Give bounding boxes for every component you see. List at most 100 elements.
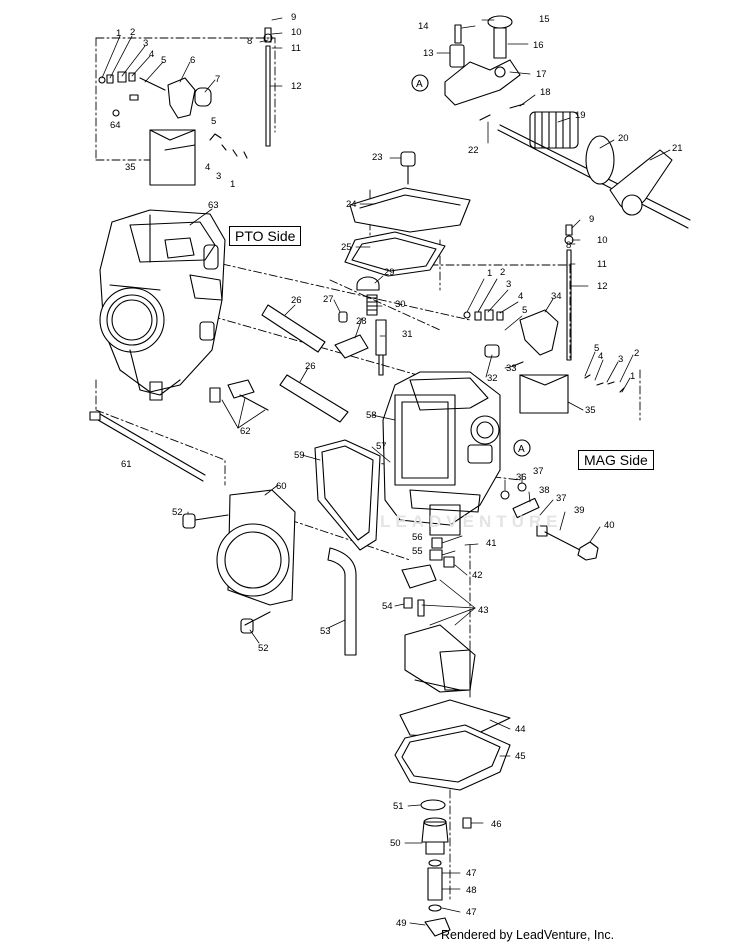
mag-throttle-parts [463, 224, 625, 414]
callout-51: 51 [393, 801, 404, 812]
callout-18: 18 [540, 87, 551, 98]
callout-10: 10 [291, 27, 302, 38]
float-assembly [401, 537, 476, 693]
callout-9: 9 [291, 12, 296, 23]
callout-39: 39 [574, 505, 585, 516]
callout-17: 17 [536, 69, 547, 80]
callout-12: 12 [597, 281, 608, 292]
callout-13: 13 [423, 48, 434, 59]
top-cover-and-gasket [344, 151, 471, 277]
callout-62: 62 [240, 426, 251, 437]
leader-lines [101, 17, 671, 926]
throttle-shaft-assembly [444, 15, 691, 229]
pto-carburetor-body [99, 209, 226, 401]
through-bolt [89, 411, 206, 482]
callout-5: 5 [522, 305, 527, 316]
callout-50: 50 [390, 838, 401, 849]
callout-2: 2 [634, 348, 639, 359]
callout-31: 31 [402, 329, 413, 340]
callout-28: 28 [356, 316, 367, 327]
callout-64: 64 [110, 120, 121, 131]
callout-4: 4 [205, 162, 210, 173]
callout-12: 12 [291, 81, 302, 92]
part-callouts: 1 2 3 4 5 6 7 8 9 10 11 12 64 5 4 3 1 35… [110, 12, 683, 929]
callout-29: 29 [384, 267, 395, 278]
callout-10: 10 [597, 235, 608, 246]
callout-35: 35 [125, 162, 136, 173]
mag-carburetor-body [382, 371, 501, 536]
callout-38: 38 [539, 485, 550, 496]
callout-48: 48 [466, 885, 477, 896]
callout-47: 47 [466, 868, 477, 879]
callout-6: 6 [190, 55, 195, 66]
callout-58: 58 [366, 410, 377, 421]
callout-14: 14 [418, 21, 429, 32]
callout-26: 26 [305, 361, 316, 372]
callout-1: 1 [230, 179, 235, 190]
callout-7: 7 [215, 74, 220, 85]
callout-16: 16 [533, 40, 544, 51]
render-credit: Rendered by LeadVenture, Inc. [441, 928, 615, 942]
callout-1: 1 [487, 268, 492, 279]
callout-2: 2 [130, 27, 135, 38]
reference-markers [411, 74, 531, 457]
hoses [209, 304, 357, 656]
pto-side-label: PTO Side [229, 226, 302, 246]
callout-52: 52 [258, 643, 269, 654]
callout-4: 4 [598, 351, 603, 362]
callout-3: 3 [216, 171, 221, 182]
callout-23: 23 [372, 152, 383, 163]
callout-53: 53 [320, 626, 331, 637]
callout-15: 15 [539, 14, 550, 25]
callout-11: 11 [597, 259, 607, 270]
callout-24: 24 [346, 199, 357, 210]
callout-3: 3 [506, 279, 511, 290]
callout-21: 21 [672, 143, 683, 154]
callout-2: 2 [500, 267, 505, 278]
callout-52: 52 [172, 507, 183, 518]
callout-33: 33 [506, 363, 517, 374]
callout-41: 41 [486, 538, 497, 549]
callout-22: 22 [468, 145, 479, 156]
callout-37: 37 [533, 466, 544, 477]
mag-side-label: MAG Side [578, 450, 654, 470]
callout-34: 34 [551, 291, 562, 302]
flange-and-gasket [182, 439, 381, 634]
callout-35: 35 [585, 405, 596, 416]
reference-mark-a-top: A [416, 79, 423, 90]
callout-27: 27 [323, 294, 334, 305]
callout-5: 5 [594, 343, 599, 354]
callout-37: 37 [556, 493, 567, 504]
callout-57: 57 [376, 441, 387, 452]
callout-4: 4 [518, 291, 523, 302]
watermark: LEADVENTURE [380, 512, 563, 531]
callout-44: 44 [515, 724, 526, 735]
callout-3: 3 [143, 38, 148, 49]
pto-throttle-parts [98, 27, 273, 186]
callout-54: 54 [382, 601, 393, 612]
callout-45: 45 [515, 751, 526, 762]
callout-8: 8 [247, 36, 252, 47]
callout-8: 8 [566, 240, 571, 251]
callout-5: 5 [161, 55, 166, 66]
float-bowl [394, 699, 511, 937]
callout-1: 1 [630, 371, 635, 382]
callout-32: 32 [487, 373, 498, 384]
callout-55: 55 [412, 546, 423, 557]
callout-40: 40 [604, 520, 615, 531]
jet-needle-parts [334, 276, 387, 376]
callout-5: 5 [211, 116, 216, 127]
callout-61: 61 [121, 459, 132, 470]
callout-3: 3 [618, 354, 623, 365]
callout-11: 11 [291, 43, 301, 54]
callout-30: 30 [395, 299, 406, 310]
callout-9: 9 [589, 214, 594, 225]
callout-56: 56 [412, 532, 423, 543]
callout-46: 46 [491, 819, 502, 830]
callout-4: 4 [149, 49, 154, 60]
callout-49: 49 [396, 918, 407, 929]
reference-mark-a-mid: A [518, 444, 525, 455]
callout-25: 25 [341, 242, 352, 253]
callout-60: 60 [276, 481, 287, 492]
